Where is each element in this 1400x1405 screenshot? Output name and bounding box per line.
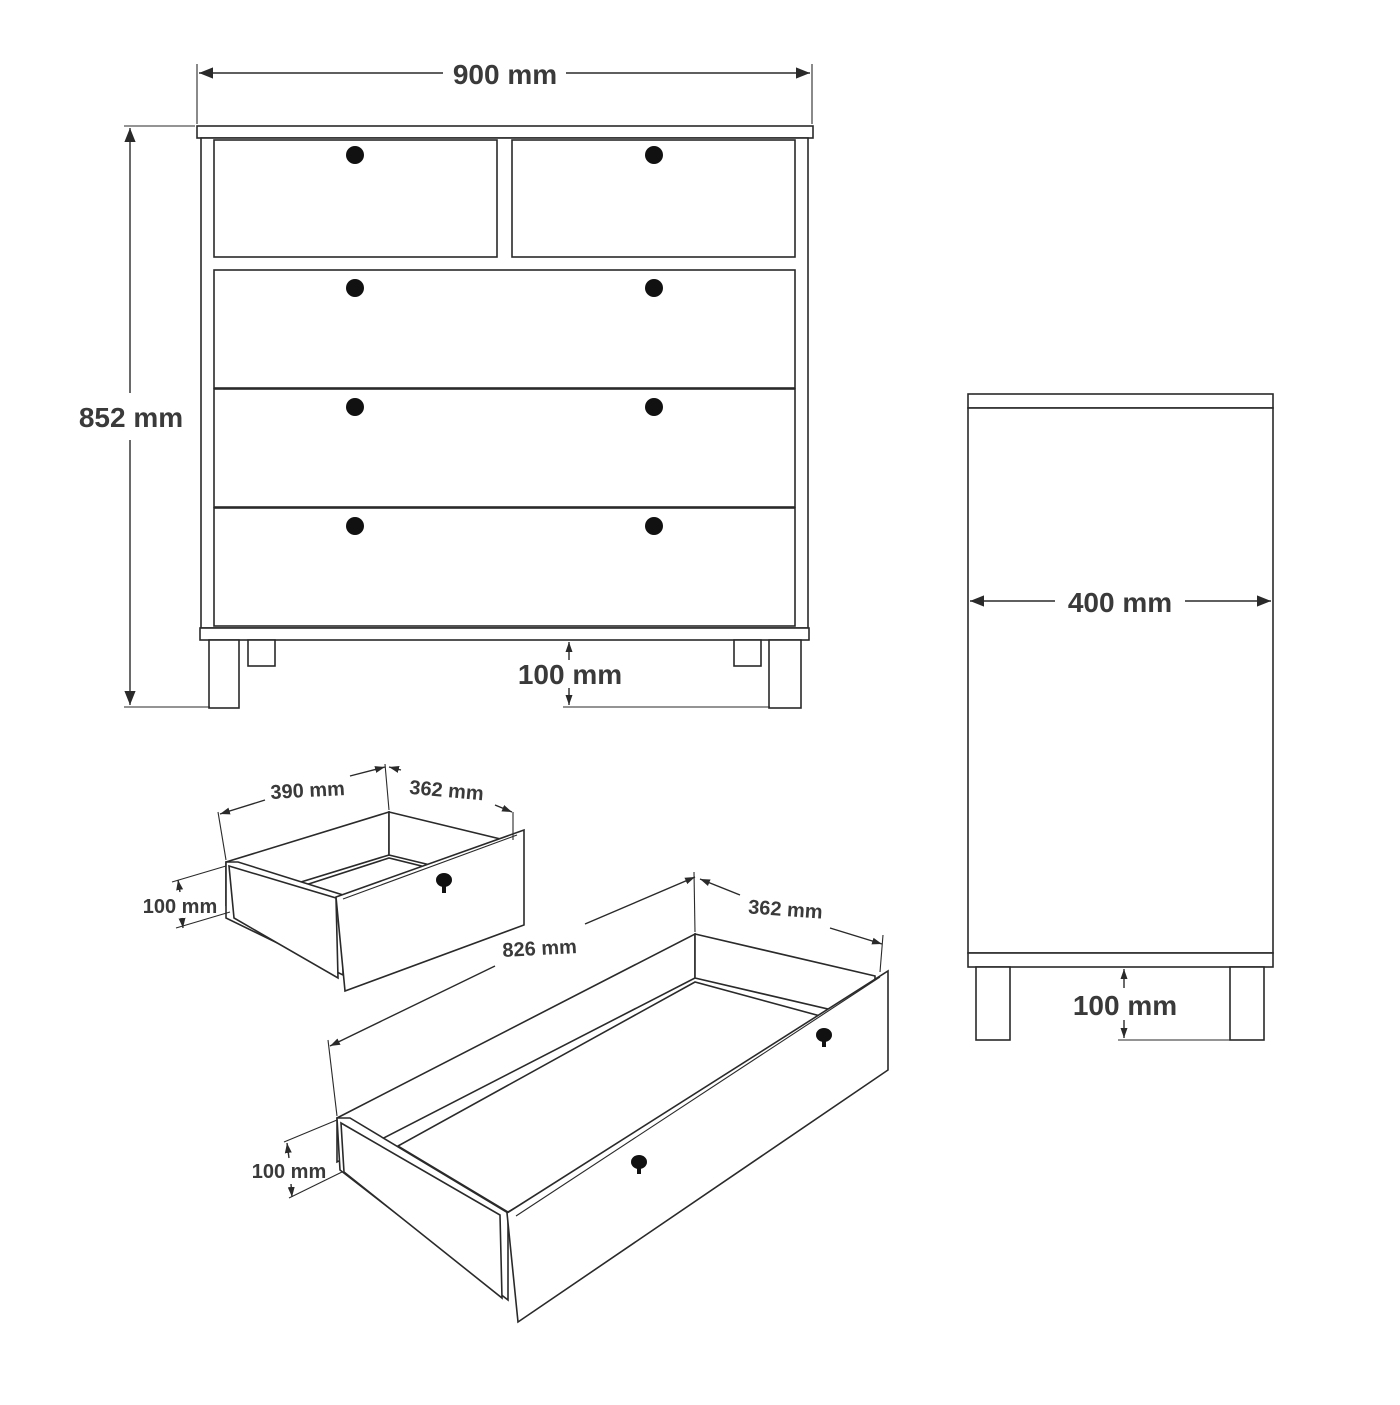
large-width-extension-right xyxy=(693,871,696,933)
small-drawer-width-label: 390 mm xyxy=(270,778,346,804)
large-depth-dim-right xyxy=(829,927,883,945)
knob-icon xyxy=(645,398,663,416)
side-leg-height-label: 100 mm xyxy=(1073,990,1177,1021)
small-drawer-front-edge xyxy=(342,834,518,900)
large-drawer-width-label: 826 mm xyxy=(502,936,578,962)
large-width-dim-left xyxy=(329,965,496,1047)
knob-icon xyxy=(346,398,364,416)
side-leg-right xyxy=(1229,966,1265,1041)
small-width-extension-right xyxy=(384,763,390,811)
front-top-plate xyxy=(196,125,814,139)
front-leg-height-label: 100 mm xyxy=(518,659,622,690)
side-body xyxy=(967,407,1274,954)
front-bottom-plate xyxy=(199,627,810,641)
knob-icon xyxy=(631,1155,647,1169)
knob-stem-icon xyxy=(442,884,446,893)
front-leg-left xyxy=(208,639,240,709)
large-drawer-front-panel xyxy=(506,969,889,1324)
small-height-extension-top xyxy=(171,865,227,883)
knob-icon xyxy=(645,517,663,535)
side-top-plate xyxy=(967,393,1274,409)
knob-icon xyxy=(645,146,663,164)
small-drawer-front-panel xyxy=(335,828,525,993)
small-drawer-view: 390 mm 362 mm 100 mm xyxy=(143,763,525,993)
front-leg-back-left xyxy=(247,639,276,667)
small-height-dim-up xyxy=(176,879,184,893)
small-drawer-left-inner xyxy=(228,864,339,980)
large-depth-extension xyxy=(879,934,884,973)
small-depth-dim-right xyxy=(494,804,513,813)
large-height-dim-up xyxy=(284,1142,292,1159)
knob-icon xyxy=(645,279,663,297)
front-leg-right xyxy=(768,639,802,709)
knob-icon xyxy=(346,279,364,297)
large-height-extension-top xyxy=(283,1119,338,1143)
front-large-drawer-1 xyxy=(213,269,796,389)
large-drawer-height-label: 100 mm xyxy=(252,1161,327,1183)
knob-stem-icon xyxy=(637,1165,641,1174)
front-leg-back-right xyxy=(733,639,762,667)
knob-icon xyxy=(436,873,452,887)
side-bottom-plate xyxy=(967,952,1274,968)
small-drawer-height-label: 100 mm xyxy=(143,896,218,918)
large-drawer-view: 826 mm 362 mm 100 mm xyxy=(252,871,889,1324)
large-drawer-left-inner xyxy=(340,1121,503,1300)
side-leg-left xyxy=(975,966,1011,1041)
side-depth-label: 400 mm xyxy=(1068,587,1172,618)
small-width-dim-right xyxy=(349,766,386,777)
small-width-extension-left xyxy=(217,811,227,861)
front-height-label: 852 mm xyxy=(79,402,183,433)
large-height-dim-down xyxy=(287,1183,295,1198)
small-width-dim-left xyxy=(219,799,266,815)
large-depth-dim-left xyxy=(699,878,741,896)
large-height-extension-bottom xyxy=(288,1171,343,1199)
front-view: 900 mm 852 mm 100 mm xyxy=(79,59,814,709)
large-width-extension-left xyxy=(327,1039,338,1117)
large-width-dim-right xyxy=(584,876,696,925)
front-large-drawer-2 xyxy=(213,388,796,508)
small-depth-dim-left xyxy=(388,766,402,773)
small-drawer-depth-label: 362 mm xyxy=(408,777,484,805)
knob-stem-icon xyxy=(822,1038,826,1047)
front-width-label: 900 mm xyxy=(453,59,557,90)
knob-icon xyxy=(346,517,364,535)
small-height-dim-down xyxy=(178,917,186,929)
large-drawer-depth-label: 362 mm xyxy=(747,896,823,923)
front-large-drawer-3 xyxy=(213,507,796,627)
side-view: 400 mm 100 mm xyxy=(967,393,1274,1041)
knob-icon xyxy=(816,1028,832,1042)
knob-icon xyxy=(346,146,364,164)
large-drawer-front-edge xyxy=(515,976,881,1217)
